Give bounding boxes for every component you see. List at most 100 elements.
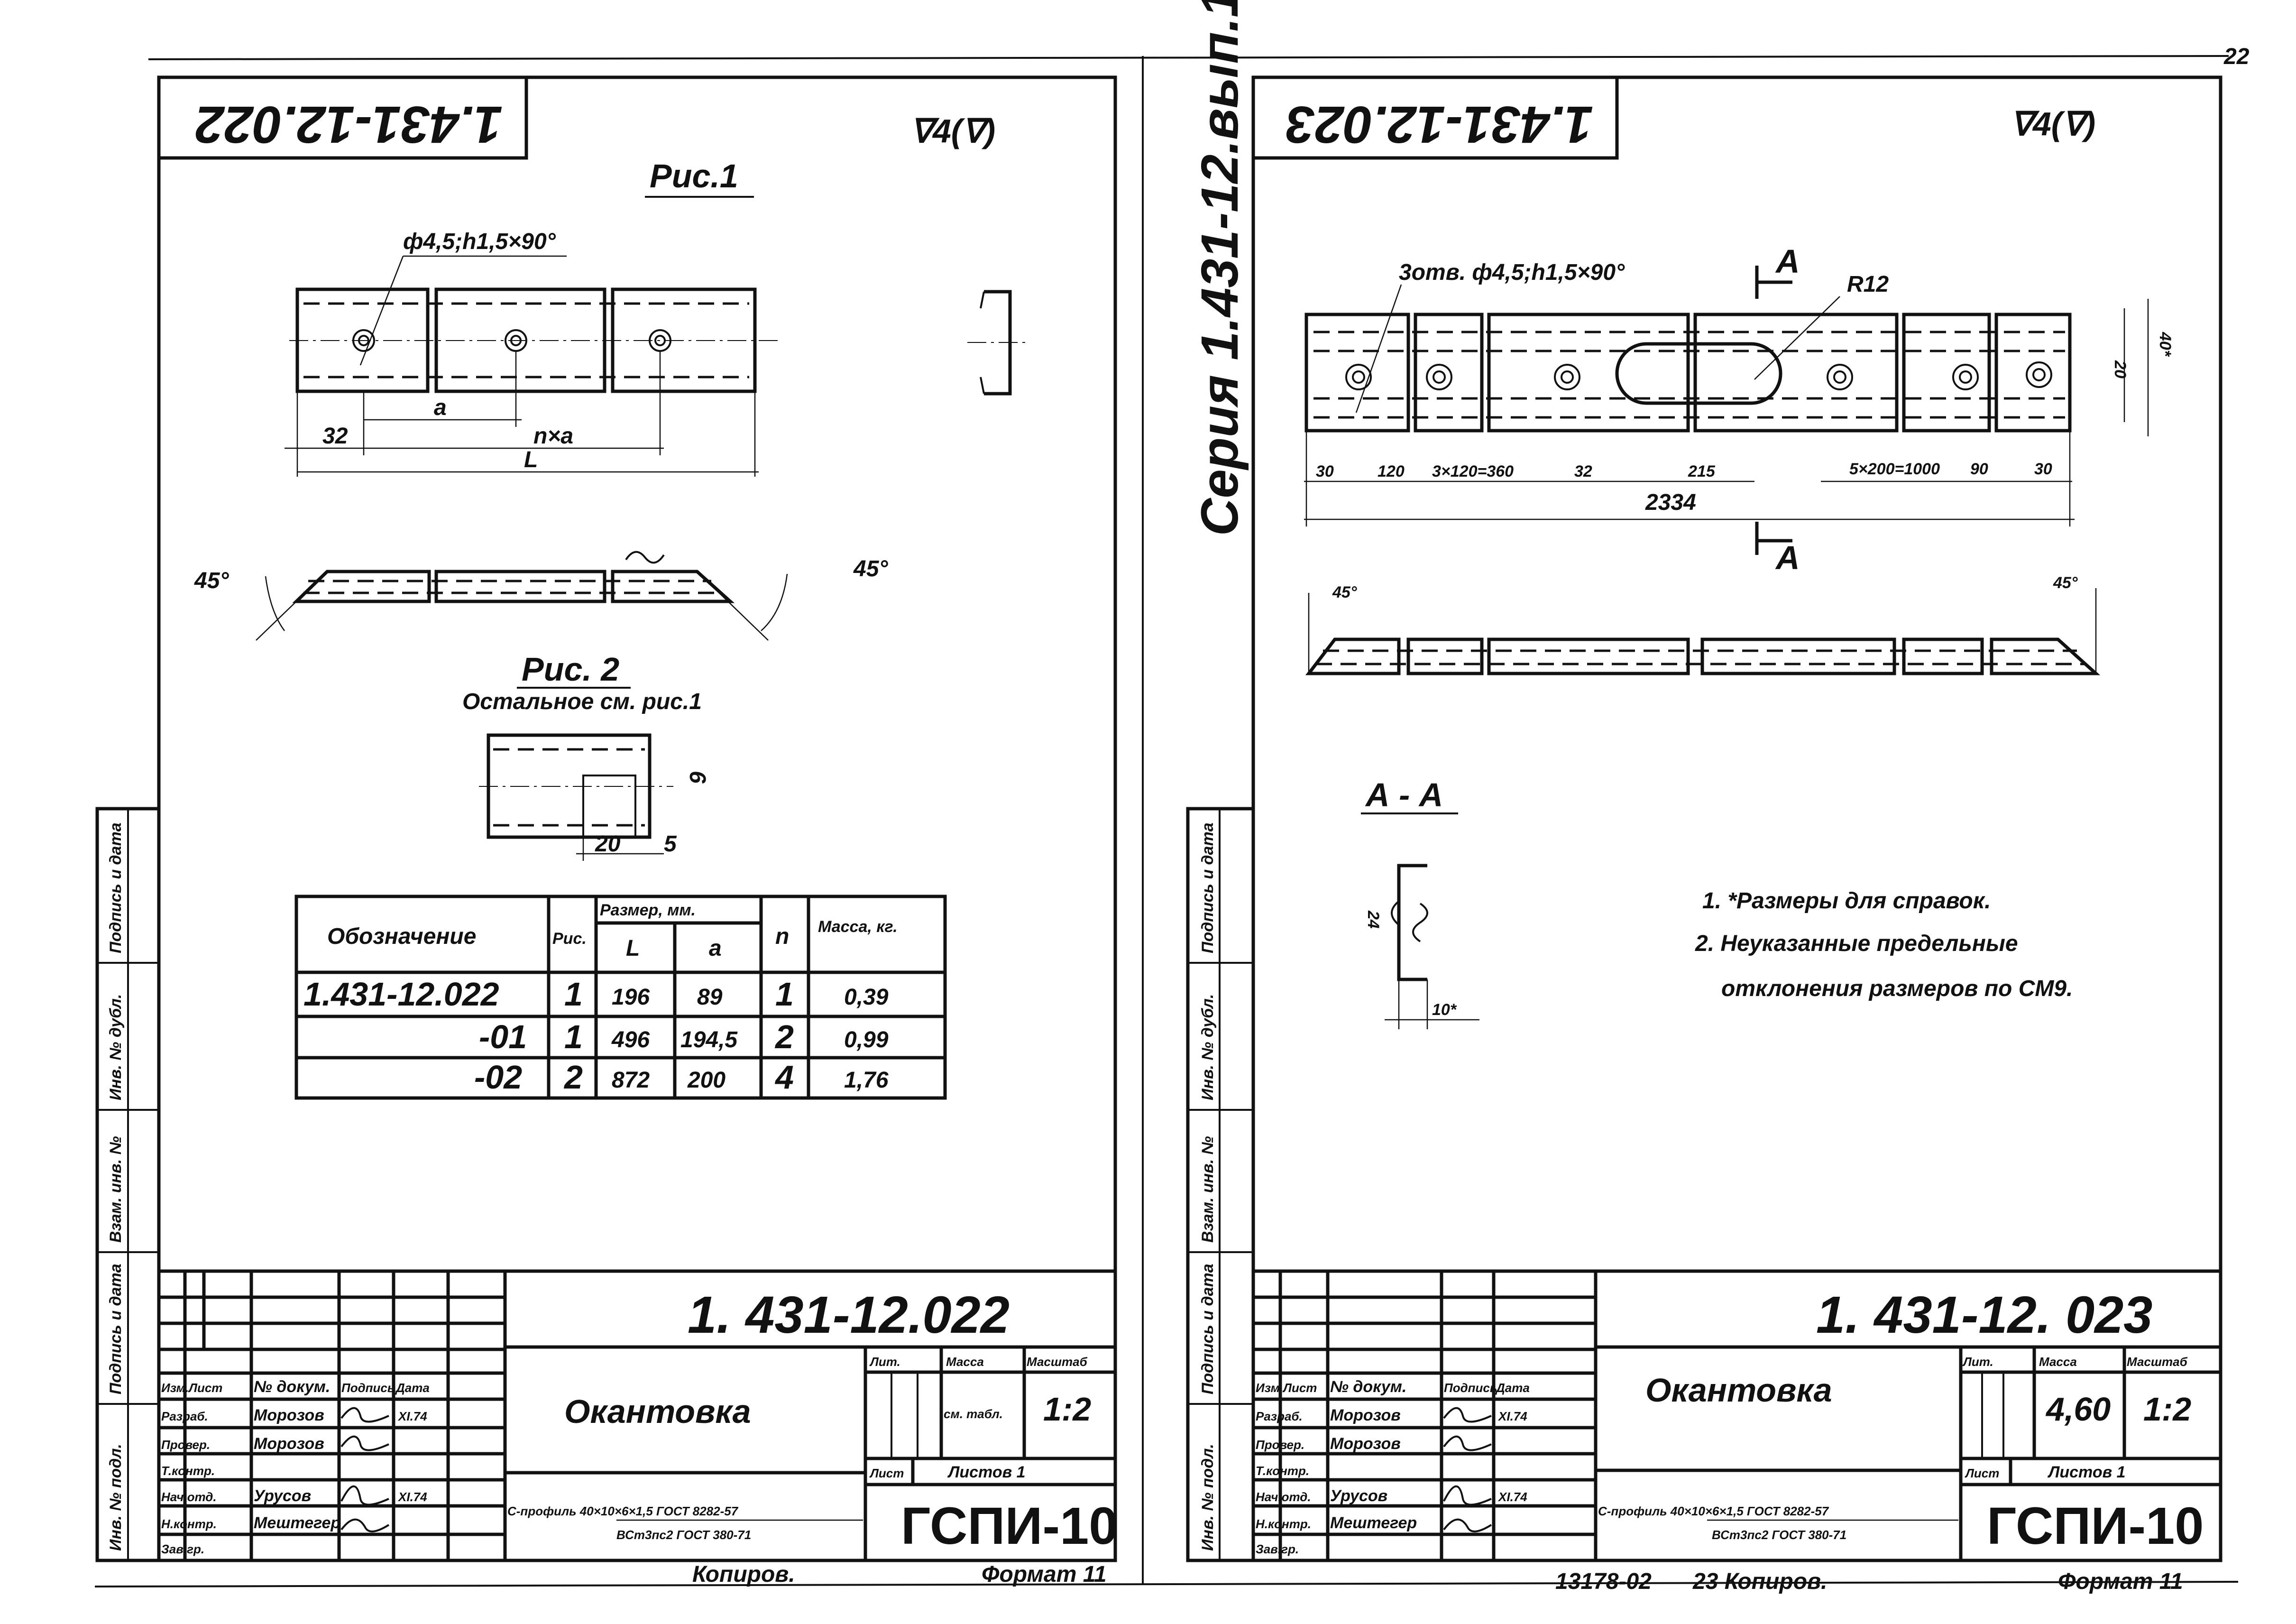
dim: 3×120=360 — [1432, 462, 1514, 480]
side-stamp-label: Взам. инв. № — [1199, 1136, 1217, 1243]
scale-value: 1:2 — [2143, 1391, 2191, 1428]
svg-text:Лист: Лист — [1965, 1466, 1999, 1480]
svg-text:Зав.гр.: Зав.гр. — [1256, 1542, 1299, 1556]
angle-left: 45° — [1332, 583, 1357, 601]
mass-value: см. табл. — [944, 1407, 1003, 1421]
svg-text:Лит.: Лит. — [1962, 1355, 1993, 1369]
svg-text:200: 200 — [687, 1068, 726, 1093]
dim-nxa: n×a — [533, 424, 573, 449]
svg-text:XI.74: XI.74 — [1497, 1409, 1527, 1423]
svg-text:XI.74: XI.74 — [397, 1409, 427, 1423]
svg-text:Масштаб: Масштаб — [2127, 1355, 2188, 1369]
note-2-cont: отклонения размеров по СМ9. — [1721, 976, 2073, 1001]
svg-text:-02: -02 — [474, 1059, 522, 1096]
fig1-side-view: 45° 45° — [194, 551, 888, 641]
left-title-block: Изм.Лист № докум. Подпись Дата Разраб. М… — [159, 1269, 1118, 1587]
right-rotated-stamp: 1.431-12.023 — [1251, 75, 1619, 160]
radius-label: R12 — [1847, 272, 1889, 297]
fig1-title: Рис.1 — [650, 157, 738, 194]
svg-text:Т.контр.: Т.контр. — [161, 1464, 215, 1478]
th-a: a — [709, 936, 722, 961]
svg-text:Урусов: Урусов — [1330, 1487, 1387, 1505]
dim: 30 — [1316, 462, 1334, 480]
th-n: n — [775, 924, 789, 949]
svg-text:Разраб.: Разраб. — [161, 1409, 208, 1423]
side-stamp-label: Подпись и дата — [107, 1264, 125, 1394]
svg-text:Дата: Дата — [1495, 1381, 1530, 1395]
svg-text:XI.74: XI.74 — [1497, 1490, 1527, 1504]
fig2-detail: Рис. 2 Остальное см. рис.1 6 20 5 — [462, 651, 710, 861]
roughness-symbol: ∇4(∇) — [910, 112, 995, 149]
dim-32: 32 — [322, 424, 348, 449]
svg-text:№ докум.: № докум. — [1330, 1378, 1406, 1396]
svg-text:Мештегер: Мештегер — [1330, 1514, 1417, 1532]
variants-table: Обозначение Рис. Размер, мм. L a n Масса… — [294, 895, 947, 1100]
svg-text:Масса: Масса — [946, 1355, 984, 1369]
svg-text:0,99: 0,99 — [844, 1027, 889, 1052]
svg-text:196: 196 — [612, 985, 650, 1010]
format: Формат 11 — [2058, 1569, 2183, 1594]
height-40: 40* — [2156, 332, 2174, 357]
dim-20: 20 — [595, 831, 621, 857]
svg-text:Дата: Дата — [395, 1381, 430, 1395]
angle-left: 45° — [194, 568, 229, 593]
signatures — [1443, 1407, 1492, 1532]
svg-text:1,76: 1,76 — [844, 1068, 889, 1093]
material-line1: С-профиль 40×10×6×1,5 ГОСТ 8282-57 — [1598, 1504, 1829, 1518]
svg-text:1.431-12.022: 1.431-12.022 — [195, 95, 503, 154]
svg-text:Морозов: Морозов — [1330, 1435, 1401, 1453]
svg-text:2: 2 — [774, 1018, 794, 1055]
note-1: 1. *Размеры для справок. — [1702, 888, 1991, 914]
organization: ГСПИ-10 — [1987, 1497, 2204, 1555]
dim: 30 — [2034, 460, 2052, 478]
side-stamp-label: Инв. № дубл. — [107, 994, 125, 1100]
table-row: -02 2 872 200 4 1,76 — [474, 1059, 889, 1096]
part-name: Окантовка — [564, 1393, 751, 1430]
top-trim-line — [148, 55, 2229, 60]
svg-text:496: 496 — [611, 1027, 650, 1052]
dim-5: 5 — [664, 831, 677, 857]
angle-right: 45° — [2053, 574, 2078, 592]
svg-text:Масса: Масса — [2039, 1355, 2077, 1369]
format: Формат 11 — [982, 1562, 1107, 1587]
mass-value: 4,60 — [2045, 1391, 2111, 1428]
svg-text:872: 872 — [612, 1068, 650, 1093]
svg-text:XI.74: XI.74 — [397, 1490, 427, 1504]
c-profile-section — [967, 290, 1029, 396]
th-size: Размер, мм. — [600, 901, 696, 919]
svg-text:№ докум.: № докум. — [254, 1378, 330, 1396]
fig2-title: Рис. 2 — [522, 651, 619, 688]
svg-text:194,5: 194,5 — [680, 1027, 738, 1052]
svg-text:1.431-12.023: 1.431-12.023 — [1286, 95, 1593, 154]
svg-text:Н.контр.: Н.контр. — [1256, 1517, 1311, 1531]
material-line2: ВСт3пс2 ГОСТ 380-71 — [1712, 1528, 1846, 1542]
series-label: Серия 1.431-12.вып.1 — [1191, 0, 1249, 536]
side-stamp-label: Подпись и дата — [1199, 822, 1217, 953]
total-length: 2334 — [1645, 490, 1696, 515]
svg-text:1: 1 — [564, 976, 583, 1013]
material-line1: С-профиль 40×10×6×1,5 ГОСТ 8282-57 — [507, 1504, 739, 1518]
side-stamp-label: Подпись и дата — [107, 822, 125, 953]
side-stamp-label: Взам. инв. № — [107, 1136, 125, 1243]
order-number: 13178-02 — [1555, 1569, 1652, 1594]
angle-right: 45° — [853, 556, 888, 581]
bottom-trim-line — [94, 1581, 2239, 1587]
side-stamp-label: Инв. № подл. — [107, 1444, 125, 1551]
copied-by: Копиров. — [692, 1562, 795, 1587]
section-dim-24: 24 — [1364, 910, 1382, 929]
svg-text:Листов 1: Листов 1 — [2047, 1463, 2125, 1481]
svg-text:Подпись: Подпись — [1444, 1381, 1497, 1395]
dim: 90 — [1970, 460, 1988, 478]
page-number: 22 — [2223, 44, 2250, 69]
fig2-subtitle: Остальное см. рис.1 — [462, 689, 702, 714]
svg-text:Т.контр.: Т.контр. — [1256, 1464, 1309, 1478]
svg-text:Провер.: Провер. — [1256, 1438, 1304, 1452]
dim: 215 — [1688, 462, 1716, 480]
svg-text:Морозов: Морозов — [1330, 1406, 1401, 1424]
right-plan-view: 3отв. ф4,5;h1,5×90° R12 A A — [1304, 243, 2174, 576]
hole-label: ф4,5;h1,5×90° — [403, 229, 556, 254]
section-mark-top: A — [1775, 243, 1800, 280]
svg-text:Лит.: Лит. — [869, 1355, 900, 1369]
svg-text:1.431-12.022: 1.431-12.022 — [303, 976, 499, 1013]
